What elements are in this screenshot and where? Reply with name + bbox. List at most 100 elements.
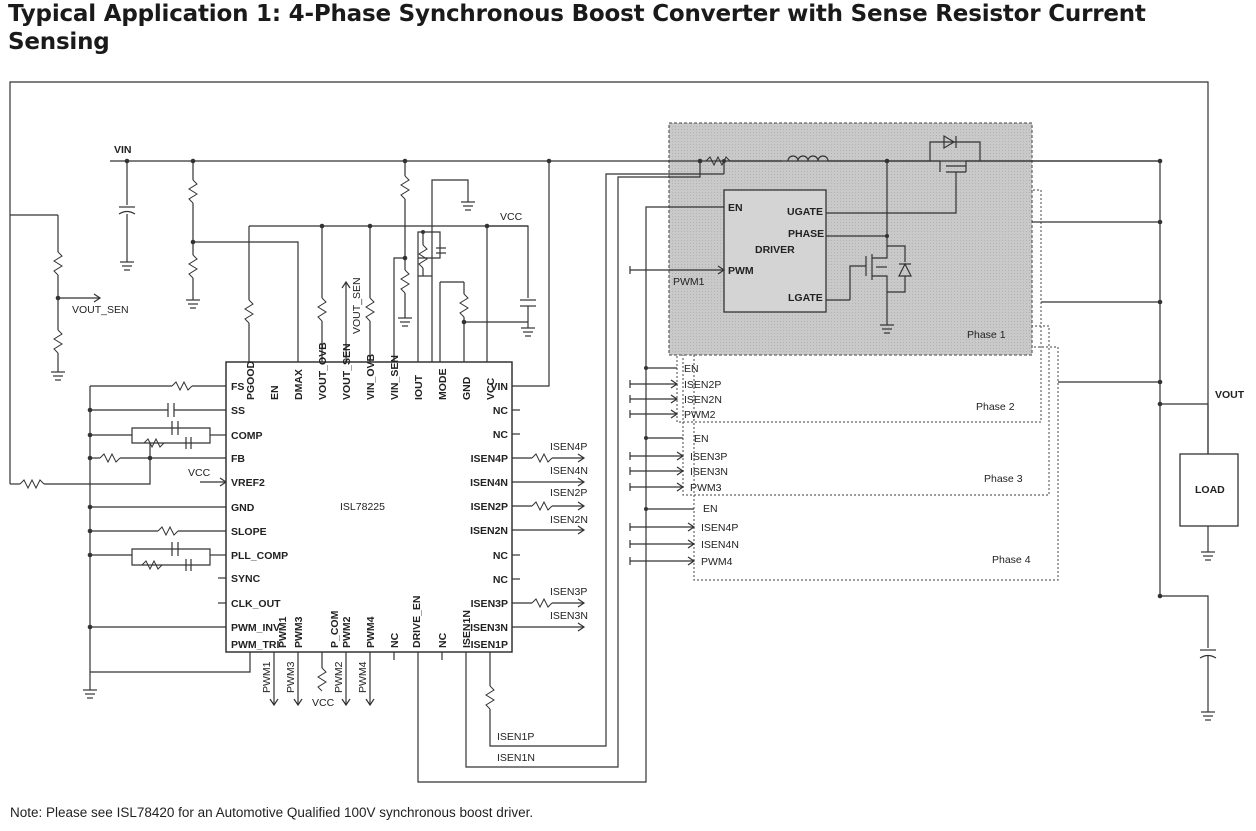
ic-pin-left-slope: SLOPE — [231, 526, 267, 538]
phase-3-label: Phase 3 — [984, 473, 1023, 485]
ic-pin-bottom-isen1n-8: ISEN1N — [461, 610, 473, 648]
driver-pin-ugate: UGATE — [787, 206, 823, 218]
ic-pin-right-isen4p-3: ISEN4P — [471, 453, 508, 465]
ic-pin-left-ss: SS — [231, 405, 245, 417]
ic-top-pins: PGOOD EN DMAX VOUT_OVB VOUT_SEN VIN_OVB VIN_SE… — [245, 342, 497, 400]
ic-pin-left-clk-out: CLK_OUT — [231, 598, 281, 610]
phase-2-label: Phase 2 — [976, 401, 1015, 413]
ic-pin-bottom-nc-5: NC — [389, 632, 401, 648]
ic-pin-right-isen2n-6: ISEN2N — [470, 525, 508, 537]
driver-pin-phase: PHASE — [788, 228, 824, 240]
page-title: Typical Application 1: 4-Phase Synchrono… — [8, 1, 1146, 55]
ic-pin-top-vout-sen: VOUT_SEN — [341, 343, 353, 400]
phase-4-box — [693, 346, 1059, 581]
vout-sen-pin-net-label: VOUT_SEN — [351, 277, 363, 334]
ic-pin-left-comp: COMP — [231, 430, 263, 442]
ic-pin-top-vout-ovb: VOUT_OVB — [317, 342, 329, 400]
ic-pin-right-isen4n-4: ISEN4N — [470, 477, 508, 489]
driver-ic — [723, 189, 827, 313]
ic-pin-bottom-p-com-2: P_COM — [329, 610, 341, 648]
ic-isl78225 — [225, 361, 513, 653]
ic-pin-top-en: EN — [269, 385, 281, 400]
ic-pin-top-vcc: VCC — [485, 377, 497, 400]
ic-pin-left-fs: FS — [231, 381, 244, 393]
phase-4-pin-en: EN — [703, 503, 718, 515]
phase-3-box — [682, 325, 1050, 496]
phase-3-pin-pwm3: PWM3 — [690, 482, 722, 494]
phase-2-pin-isen2p: ISEN2P — [684, 379, 721, 391]
ic-pin-bottom-drive-en-6: DRIVE_EN — [411, 595, 423, 648]
ic-pin-bottom-nc-7: NC — [437, 632, 449, 648]
vcc-label-vref: VCC — [188, 467, 211, 479]
ic-pin-top-dmax: DMAX — [293, 369, 305, 400]
ic-pin-left-sync: SYNC — [231, 573, 261, 585]
net-isen4n: ISEN4N — [550, 465, 588, 477]
load-box — [1179, 453, 1239, 527]
ic-pin-top-iout: IOUT — [413, 374, 425, 400]
footnote: Note: Please see ISL78420 for an Automot… — [10, 805, 534, 820]
ic-pin-top-pgood: PGOOD — [245, 360, 257, 400]
ic-pin-top-vin-ovb: VIN_OVB — [365, 353, 377, 400]
phase-2-pin-en: EN — [684, 363, 699, 375]
ic-pin-right-nc-1: NC — [493, 405, 509, 417]
ic-pin-bottom-pwm3-1: PWM3 — [293, 616, 305, 648]
net-pwm3: PWM3 — [285, 661, 297, 693]
driver-pin-lgate: LGATE — [788, 292, 823, 304]
ic-pin-right-vin-0: VIN — [490, 381, 508, 393]
phase-2-pin-isen2n: ISEN2N — [684, 394, 722, 406]
net-pwm4: PWM4 — [357, 661, 369, 693]
ic-pin-top-mode: MODE — [437, 369, 449, 401]
ic-pin-bottom-pwm4-4: PWM4 — [365, 616, 377, 648]
ic-pin-right-nc-7: NC — [493, 550, 509, 562]
ic-pin-top-vin-sen: VIN_SEN — [389, 355, 401, 400]
ic-pin-bottom-pwm2-3: PWM2 — [341, 616, 353, 648]
ic-right-pins: VIN NC NC ISEN4P ISEN4N ISEN2P ISEN2N NC NC ISEN3… — [470, 381, 508, 651]
net-isen1n: ISEN1N — [497, 752, 535, 764]
ic-pin-right-isen1p-11: ISEN1P — [471, 639, 508, 651]
ic-pin-bottom-pwm1-0: PWM1 — [277, 616, 289, 648]
net-isen2n: ISEN2N — [550, 514, 588, 526]
phase-4-label: Phase 4 — [992, 554, 1031, 566]
vout-label: VOUT — [1215, 389, 1245, 401]
net-vcc-bottom: VCC — [312, 697, 335, 709]
net-isen3n: ISEN3N — [550, 610, 588, 622]
ic-pin-left-pwm-inv: PWM_INV — [231, 622, 280, 634]
ic-pin-left-pwm-tri: PWM_TRI — [231, 639, 279, 651]
vcc-label-top: VCC — [500, 211, 523, 223]
ic-pin-left-gnd: GND — [231, 502, 255, 514]
phase-3-pin-isen3n: ISEN3N — [690, 466, 728, 478]
phase-1-label: Phase 1 — [967, 329, 1006, 341]
net-isen2p: ISEN2P — [550, 487, 587, 499]
driver-pwm-net: PWM1 — [673, 276, 705, 288]
driver-label: DRIVER — [755, 244, 795, 256]
net-isen1p: ISEN1P — [497, 731, 534, 743]
phase-3-pin-en: EN — [694, 433, 709, 445]
ic-pin-right-isen3p-9: ISEN3P — [471, 598, 508, 610]
phase-3-pin-isen3p: ISEN3P — [690, 451, 727, 463]
phase-4-pin-pwm4: PWM4 — [701, 556, 733, 568]
ic-pin-left-vref2: VREF2 — [231, 477, 265, 489]
driver-pin-en: EN — [728, 202, 743, 214]
phase-4-pin-isen4n: ISEN4N — [701, 539, 739, 551]
net-isen3p: ISEN3P — [550, 586, 587, 598]
vin-label: VIN — [114, 144, 132, 156]
ic-pin-left-pll-comp: PLL_COMP — [231, 550, 288, 562]
phase-2-pin-pwm2: PWM2 — [684, 409, 716, 421]
ic-pin-left-fb: FB — [231, 453, 245, 465]
net-pwm2: PWM2 — [333, 661, 345, 693]
ic-name: ISL78225 — [340, 501, 385, 513]
vout-sen-label: VOUT_SEN — [72, 304, 129, 316]
driver-pin-pwm: PWM — [728, 265, 754, 277]
ic-pin-right-isen2p-5: ISEN2P — [471, 501, 508, 513]
phase-4-pin-isen4p: ISEN4P — [701, 522, 738, 534]
ic-pin-top-gnd: GND — [461, 376, 473, 400]
net-pwm1: PWM1 — [261, 661, 273, 693]
ic-pin-right-nc-8: NC — [493, 574, 509, 586]
ic-pin-right-nc-2: NC — [493, 429, 509, 441]
load-label: LOAD — [1195, 484, 1225, 496]
net-isen4p: ISEN4P — [550, 441, 587, 453]
ic-pin-right-isen3n-10: ISEN3N — [470, 622, 508, 634]
